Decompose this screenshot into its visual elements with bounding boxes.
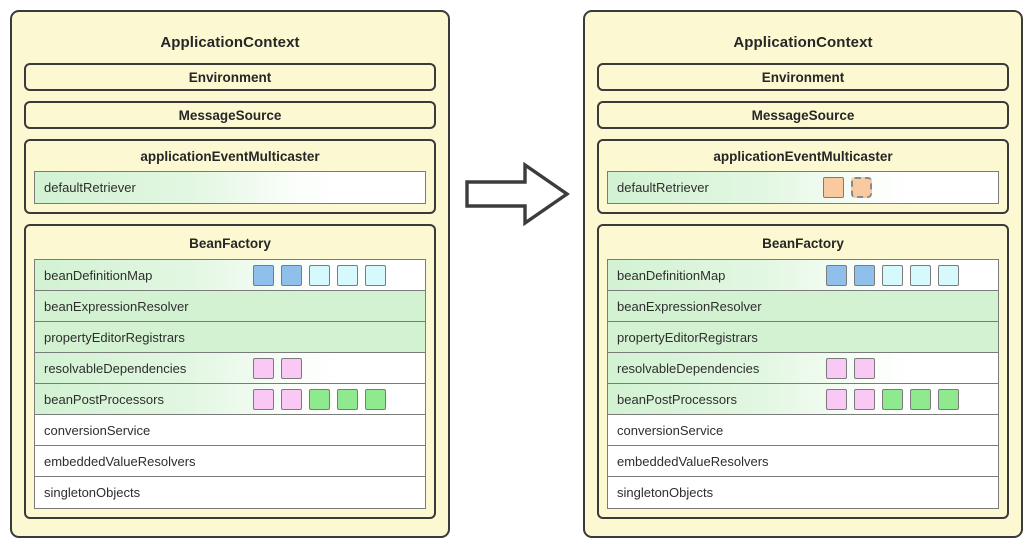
slot-chip-cyan xyxy=(910,264,931,286)
slot-chip-green xyxy=(938,388,959,410)
slot-chip-cyan xyxy=(337,264,358,286)
field-row-label: embeddedValueResolvers xyxy=(617,453,769,469)
slot-chip-blue xyxy=(253,264,274,286)
field-row: beanExpressionResolver xyxy=(35,291,425,322)
slot-group xyxy=(826,260,959,290)
slot-chip-cyan xyxy=(365,264,386,286)
slot-chip-green xyxy=(365,388,386,410)
section-bar-messagesource: MessageSource xyxy=(24,101,436,129)
page-title-right: ApplicationContext xyxy=(733,34,873,51)
field-row-label: resolvableDependencies xyxy=(617,360,760,376)
slot-chip-cyan xyxy=(882,264,903,286)
field-row-label: beanDefinitionMap xyxy=(617,267,726,283)
field-row-label: conversionService xyxy=(44,422,151,438)
row-list-multicaster-left: defaultRetriever xyxy=(34,171,426,204)
slot-chip-pink xyxy=(826,357,847,379)
slot-chip-orange xyxy=(823,177,844,198)
field-row-label: beanDefinitionMap xyxy=(44,267,153,283)
field-row-label: beanPostProcessors xyxy=(44,391,164,407)
field-row: defaultRetriever xyxy=(608,172,998,203)
field-row-label: conversionService xyxy=(617,422,724,438)
slot-chip-blue xyxy=(854,264,875,286)
field-row: propertyEditorRegistrars xyxy=(35,322,425,353)
arrow-right-icon xyxy=(461,158,573,230)
group-application-event-multicaster-right: applicationEventMulticaster defaultRetri… xyxy=(597,139,1009,214)
field-row: beanDefinitionMap xyxy=(35,260,425,291)
field-row: conversionService xyxy=(35,415,425,446)
slot-chip-green xyxy=(882,388,903,410)
slot-chip-pink xyxy=(281,388,302,410)
page-title-left: ApplicationContext xyxy=(160,34,300,51)
field-row: conversionService xyxy=(608,415,998,446)
field-row: embeddedValueResolvers xyxy=(608,446,998,477)
field-row: beanDefinitionMap xyxy=(608,260,998,291)
field-row-label: beanExpressionResolver xyxy=(44,298,189,314)
field-row-label: defaultRetriever xyxy=(617,180,709,195)
field-row-label: singletonObjects xyxy=(617,485,714,500)
slot-chip-green xyxy=(910,388,931,410)
field-row: embeddedValueResolvers xyxy=(35,446,425,477)
field-row-label: beanExpressionResolver xyxy=(617,298,762,314)
field-row: beanPostProcessors xyxy=(35,384,425,415)
slot-group xyxy=(253,353,302,383)
section-bar-environment: Environment xyxy=(24,63,436,91)
row-list-multicaster-right: defaultRetriever xyxy=(607,171,999,204)
field-row: resolvableDependencies xyxy=(608,353,998,384)
slot-chip-pink xyxy=(253,388,274,410)
field-row: propertyEditorRegistrars xyxy=(608,322,998,353)
slot-chip-blue xyxy=(826,264,847,286)
field-row-label: singletonObjects xyxy=(44,485,141,500)
slot-group xyxy=(823,172,872,203)
slot-chip-orange-pending xyxy=(851,177,872,198)
slot-group xyxy=(826,353,875,383)
row-list-beanfactory-right: beanDefinitionMap beanExpressionResolver p… xyxy=(607,259,999,509)
slot-chip-pink xyxy=(253,357,274,379)
slot-chip-cyan xyxy=(309,264,330,286)
field-row-label: defaultRetriever xyxy=(44,180,136,195)
field-row-label: resolvableDependencies xyxy=(44,360,187,376)
field-row-label: beanPostProcessors xyxy=(617,391,737,407)
group-title-beanfactory-left: BeanFactory xyxy=(189,236,271,251)
slot-chip-green xyxy=(309,388,330,410)
row-list-beanfactory-left: beanDefinitionMap beanExpressionResolver p… xyxy=(34,259,426,509)
field-row-label: propertyEditorRegistrars xyxy=(44,329,185,345)
slot-group xyxy=(826,384,959,414)
section-bar-messagesource: MessageSource xyxy=(597,101,1009,129)
field-row: beanExpressionResolver xyxy=(608,291,998,322)
field-row: resolvableDependencies xyxy=(35,353,425,384)
slot-chip-cyan xyxy=(938,264,959,286)
field-row-label: embeddedValueResolvers xyxy=(44,453,196,469)
group-bean-factory-right: BeanFactory beanDefinitionMap beanExpress… xyxy=(597,224,1009,519)
field-row: singletonObjects xyxy=(608,477,998,508)
field-row: singletonObjects xyxy=(35,477,425,508)
section-bar-environment: Environment xyxy=(597,63,1009,91)
slot-chip-pink xyxy=(854,388,875,410)
field-row: beanPostProcessors xyxy=(608,384,998,415)
group-title-multicaster-left: applicationEventMulticaster xyxy=(140,149,320,164)
field-row-label: propertyEditorRegistrars xyxy=(617,329,758,345)
group-title-multicaster-right: applicationEventMulticaster xyxy=(713,149,893,164)
slot-chip-blue xyxy=(281,264,302,286)
slot-group xyxy=(253,384,386,414)
field-row: defaultRetriever xyxy=(35,172,425,203)
group-application-event-multicaster-left: applicationEventMulticaster defaultRetri… xyxy=(24,139,436,214)
slot-chip-green xyxy=(337,388,358,410)
group-bean-factory-left: BeanFactory beanDefinitionMap beanExpress… xyxy=(24,224,436,519)
slot-group xyxy=(253,260,386,290)
slot-chip-pink xyxy=(854,357,875,379)
group-title-beanfactory-right: BeanFactory xyxy=(762,236,844,251)
slot-chip-pink xyxy=(826,388,847,410)
slot-chip-pink xyxy=(281,357,302,379)
